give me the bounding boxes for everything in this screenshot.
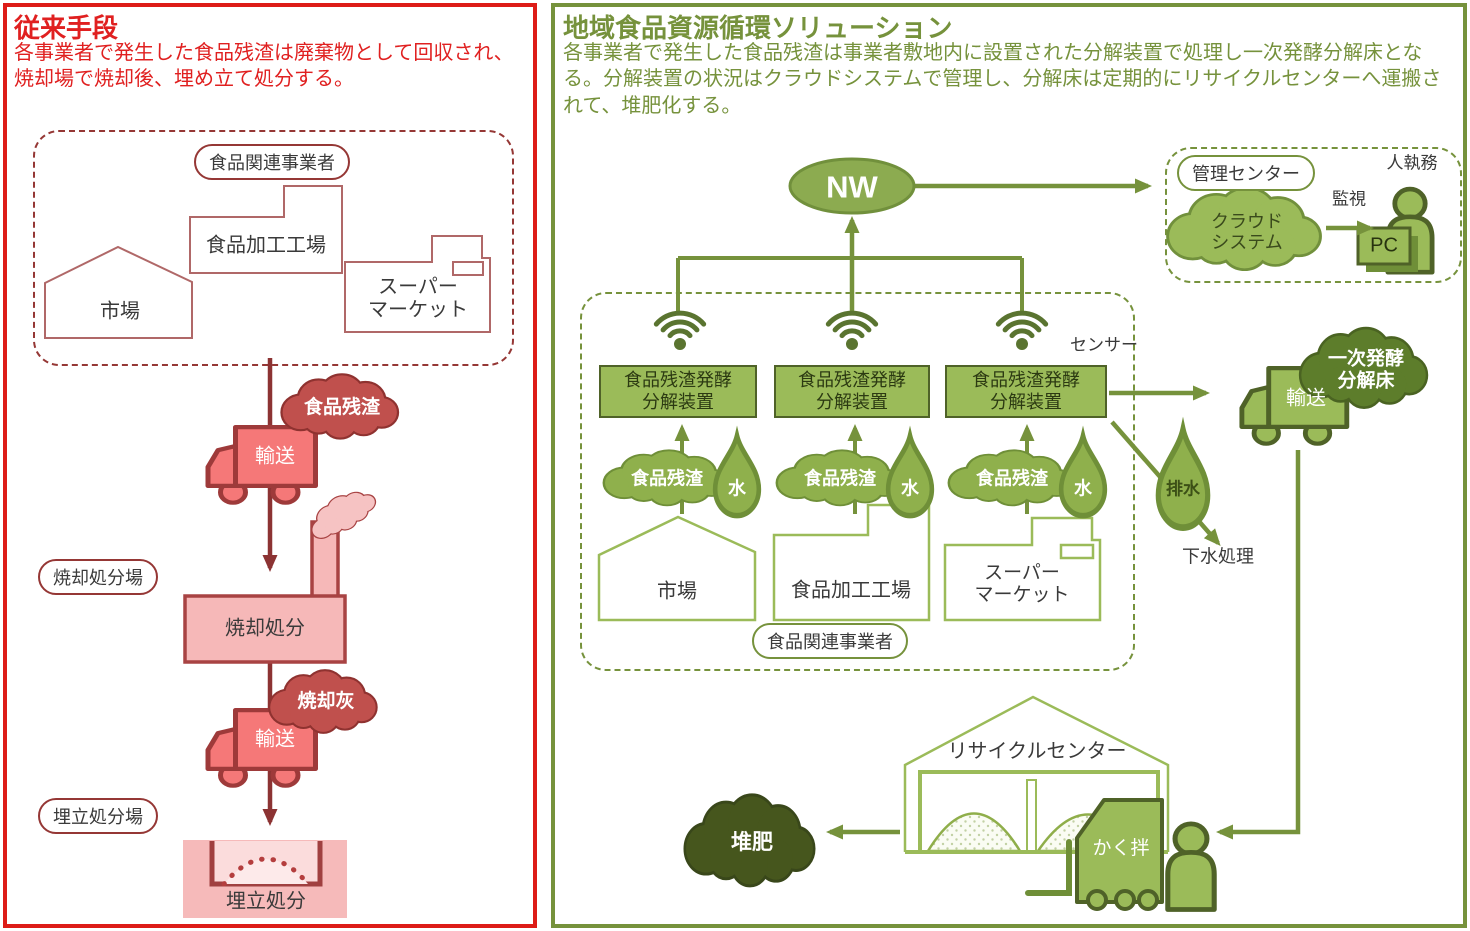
left-group-pill: 食品関連事業者 [194, 144, 350, 180]
compost-label: 堆肥 [731, 831, 773, 855]
agitate-label: かく拌 [1092, 838, 1150, 860]
incineration-site-pill: 焼却処分場 [38, 559, 158, 595]
ferment-cloud-label: 一次発酵 分解床 [1327, 348, 1405, 391]
waste-cloud-label-3: 食品残渣 [976, 468, 1048, 489]
device-box-1: 食品残渣発酵 分解装置 [599, 365, 757, 418]
left-transport2-label: 輸送 [255, 728, 295, 751]
left-market-label: 市場 [100, 300, 140, 323]
right-transport-label: 輸送 [1286, 387, 1326, 410]
right-market-label: 市場 [657, 580, 697, 603]
management-center-pill: 管理センター [1177, 155, 1315, 191]
drain-label: 排水 [1166, 479, 1200, 499]
left-transport1-label: 輸送 [255, 445, 295, 468]
left-business-group-box [33, 130, 514, 366]
management-center-box [1165, 147, 1462, 283]
right-panel-title: 地域食品資源循環ソリューション [563, 13, 953, 43]
left-supermarket-label: スーパー マーケット [368, 276, 468, 321]
sensor-label: センサー [1070, 335, 1138, 355]
nw-label: NW [826, 169, 878, 205]
device-box-2: 食品残渣発酵 分解装置 [774, 365, 930, 418]
landfill-label: 埋立処分 [226, 890, 306, 913]
waste-cloud-label-2: 食品残渣 [804, 468, 876, 489]
right-factory-label: 食品加工工場 [791, 579, 911, 602]
landfill-site-pill: 埋立処分場 [38, 798, 158, 834]
right-panel-description: 各事業者で発生した食品残渣は事業者敷地内に設置された分解装置で処理し一次発酵分解… [563, 42, 1442, 117]
recycle-center-label: リサイクルセンター [947, 740, 1127, 763]
monitor-label: 監視 [1332, 189, 1366, 209]
left-panel-description: 各事業者で発生した食品残渣は廃棄物として回収され、焼却場で焼却後、埋め立て処分す… [14, 42, 514, 91]
ash-cloud-label: 焼却灰 [297, 691, 355, 713]
left-waste-cloud-label: 食品残渣 [303, 397, 381, 419]
left-panel-title: 従来手段 [14, 13, 119, 43]
water-label-3: 水 [1074, 478, 1092, 499]
water-label-1: 水 [728, 478, 746, 499]
right-group-pill: 食品関連事業者 [752, 623, 908, 659]
device-box-3: 食品残渣発酵 分解装置 [945, 365, 1107, 418]
incineration-plant-label: 焼却処分 [225, 617, 305, 640]
left-factory-label: 食品加工工場 [206, 234, 326, 257]
sewage-label: 下水処理 [1182, 546, 1254, 567]
water-label-2: 水 [901, 478, 919, 499]
right-supermarket-label: スーパー マーケット [974, 562, 1070, 605]
waste-cloud-label-1: 食品残渣 [631, 468, 703, 489]
cloud-system-label: クラウド システム [1211, 211, 1283, 252]
person-duty-label: 人執務 [1386, 153, 1438, 173]
pc-label: PC [1370, 234, 1398, 257]
